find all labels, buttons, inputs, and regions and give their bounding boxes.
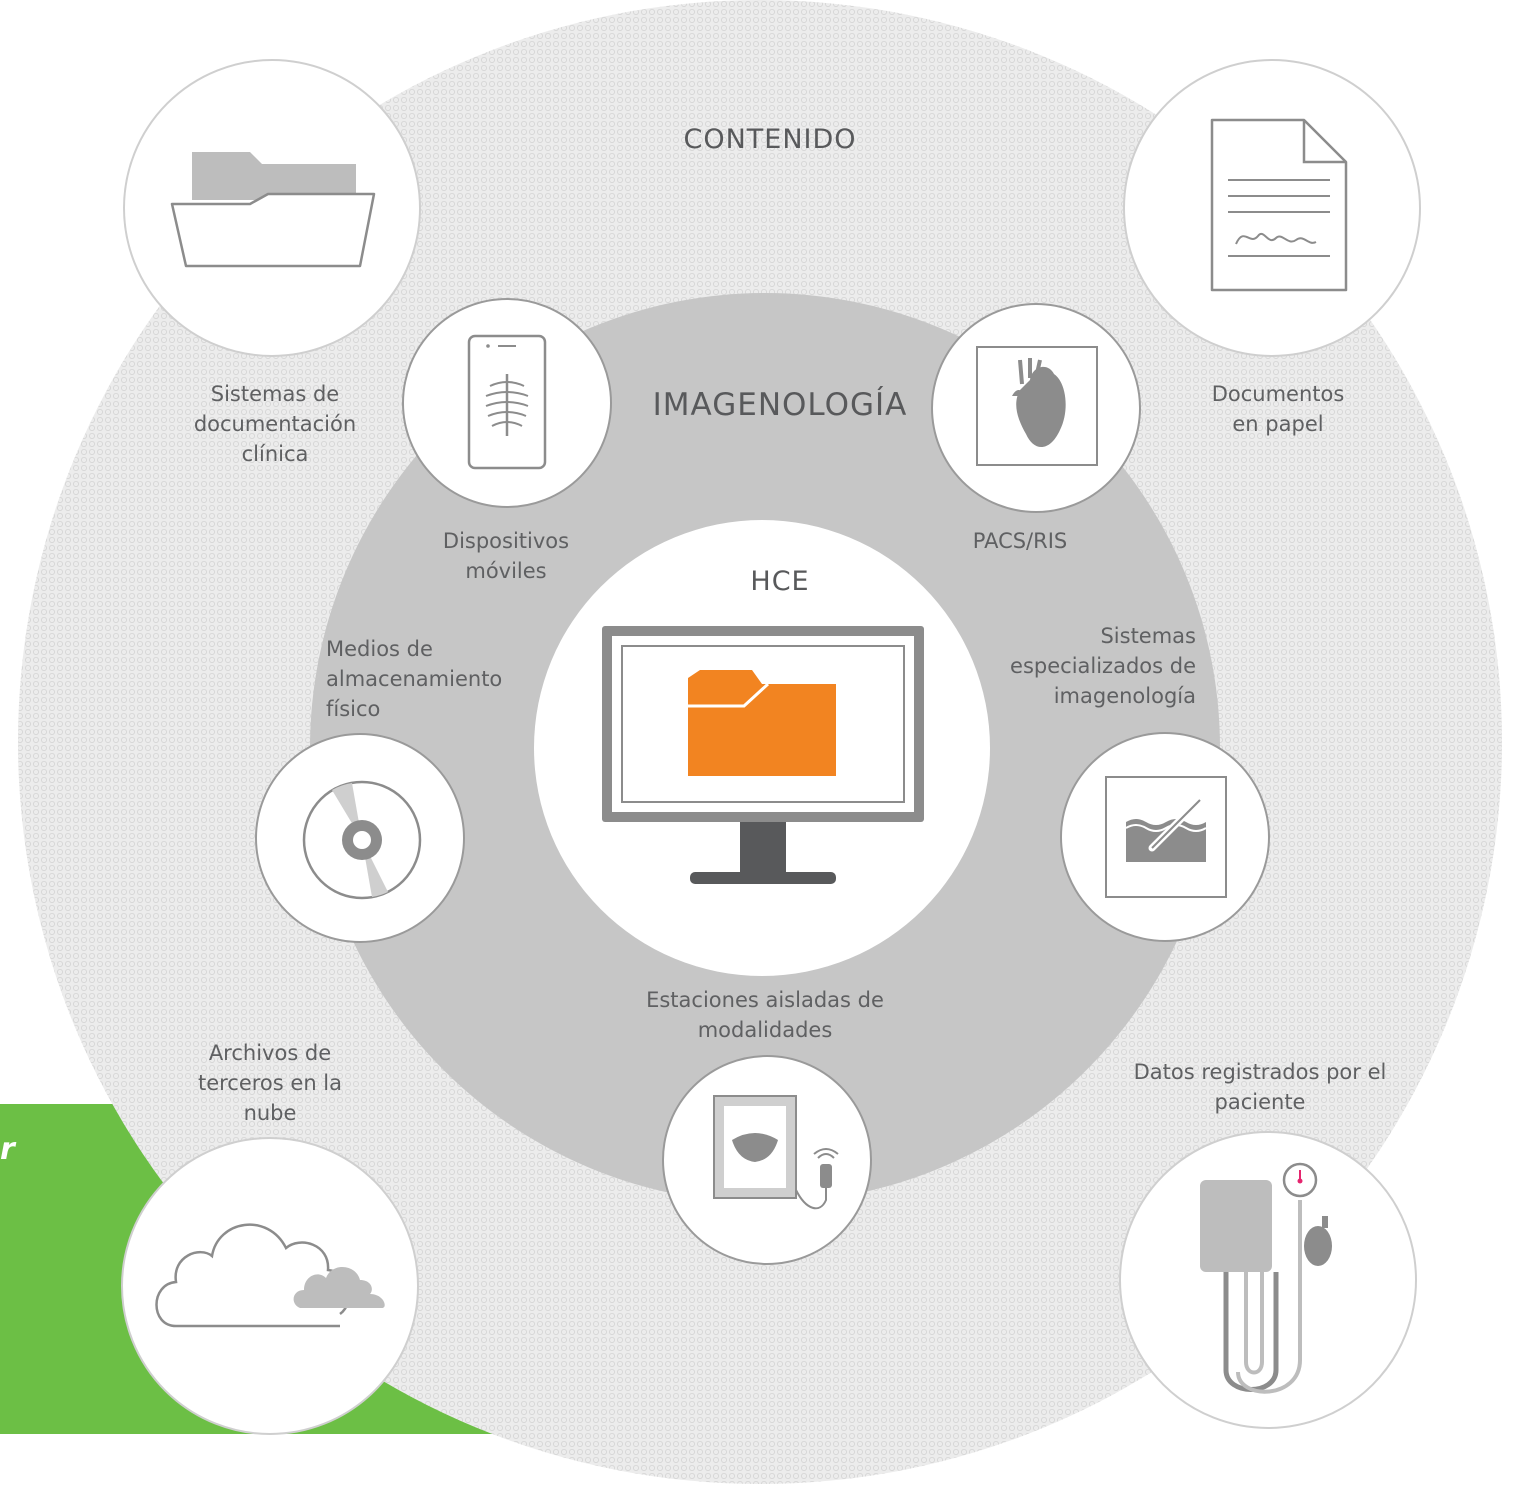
heart-image-icon: [976, 346, 1098, 466]
ultrasound-node: [662, 1055, 872, 1265]
cloud-icon: [155, 1223, 385, 1328]
specialized-imaging-label: Sistemas especializados de imagenología: [1010, 624, 1196, 708]
monitor-folder-icon: [602, 626, 924, 884]
folder-node: [123, 59, 421, 357]
mobile-xray-icon: [467, 334, 547, 470]
ultrasound-icon: [713, 1095, 839, 1210]
clinical-docs-label: Sistemas de documentación clínica: [193, 382, 357, 466]
mobile-node: [402, 298, 612, 508]
partial-text: r: [0, 1132, 15, 1167]
folder-icon: [170, 152, 376, 268]
pacs-node: [931, 303, 1141, 513]
blood-pressure-monitor-icon: [1200, 1162, 1332, 1394]
disc-icon: [302, 780, 422, 900]
specialized-imaging-node: [1060, 732, 1270, 942]
dermatology-image-icon: [1105, 776, 1227, 898]
patient-data-label: Datos registrados por el paciente: [1133, 1060, 1387, 1114]
blood-pressure-node: [1119, 1131, 1417, 1429]
disc-node: [255, 733, 465, 943]
document-icon: [1210, 118, 1348, 292]
document-node: [1123, 59, 1421, 357]
cloud-node: [121, 1137, 419, 1435]
paper-docs-label: Documentos en papel: [1211, 382, 1345, 436]
modality-stations-label: Estaciones aisladas de modalidades: [646, 988, 884, 1042]
outer-ring-title: CONTENIDO: [683, 124, 857, 155]
center-title: HCE: [750, 566, 810, 597]
pacs-ris-label: PACS/RIS: [972, 529, 1068, 553]
inner-ring-title: IMAGENOLOGÍA: [652, 387, 908, 423]
cloud-files-label: Archivos de terceros en la nube: [197, 1041, 343, 1125]
mobile-devices-label: Dispositivos móviles: [442, 529, 570, 583]
physical-storage-label: Medios de almacenamiento físico: [326, 637, 503, 721]
